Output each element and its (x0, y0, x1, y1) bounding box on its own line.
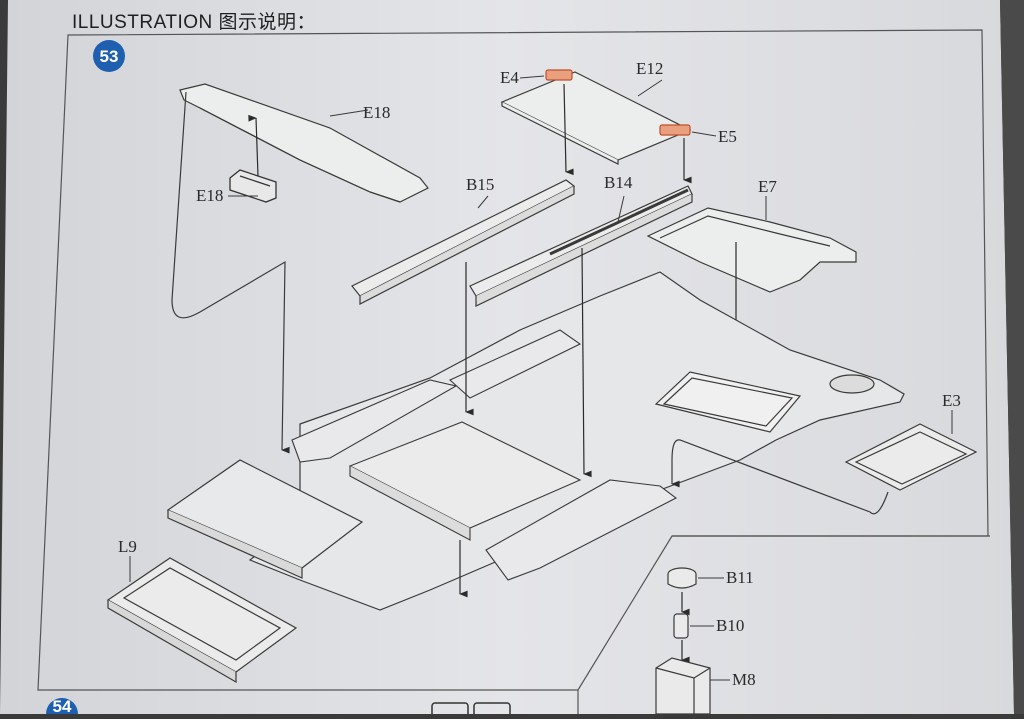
part-e3-plate (844, 423, 978, 491)
part-e18-small (229, 169, 277, 203)
label-e12: E12 (636, 59, 663, 78)
label-m8: M8 (732, 670, 756, 689)
label-e7: E7 (758, 177, 777, 196)
next-step-number: 54 (53, 697, 72, 714)
label-b11: B11 (726, 568, 754, 587)
label-b15: B15 (466, 175, 494, 194)
label-b10: B10 (716, 616, 744, 635)
part-e5-highlight (659, 124, 691, 136)
part-l9-plate (106, 557, 298, 684)
label-b14: B14 (604, 173, 633, 192)
step-badge (93, 40, 125, 72)
label-e18-bottom: E18 (196, 186, 223, 205)
page-header: ILLUSTRATION 图示说明： (72, 12, 317, 33)
part-hull-body (248, 271, 905, 611)
part-hull-hatch (654, 371, 802, 433)
part-hull-side (291, 329, 678, 581)
part-b15-strip (351, 179, 576, 305)
label-e3: E3 (942, 391, 961, 410)
part-e18-plate (179, 83, 429, 203)
label-e5: E5 (718, 127, 737, 146)
part-hull-rear-plate (166, 459, 364, 579)
label-e4: E4 (500, 68, 519, 87)
part-e7-plate (646, 207, 857, 293)
part-e4-highlight (545, 69, 573, 81)
step-number: 53 (100, 47, 119, 66)
label-l9: L9 (118, 537, 137, 556)
part-e12-plate (500, 71, 692, 165)
label-e18-top: E18 (363, 103, 390, 122)
part-b11 (667, 567, 697, 589)
part-b10 (673, 613, 689, 639)
part-hull-floor (348, 421, 582, 541)
part-m8 (655, 657, 711, 715)
